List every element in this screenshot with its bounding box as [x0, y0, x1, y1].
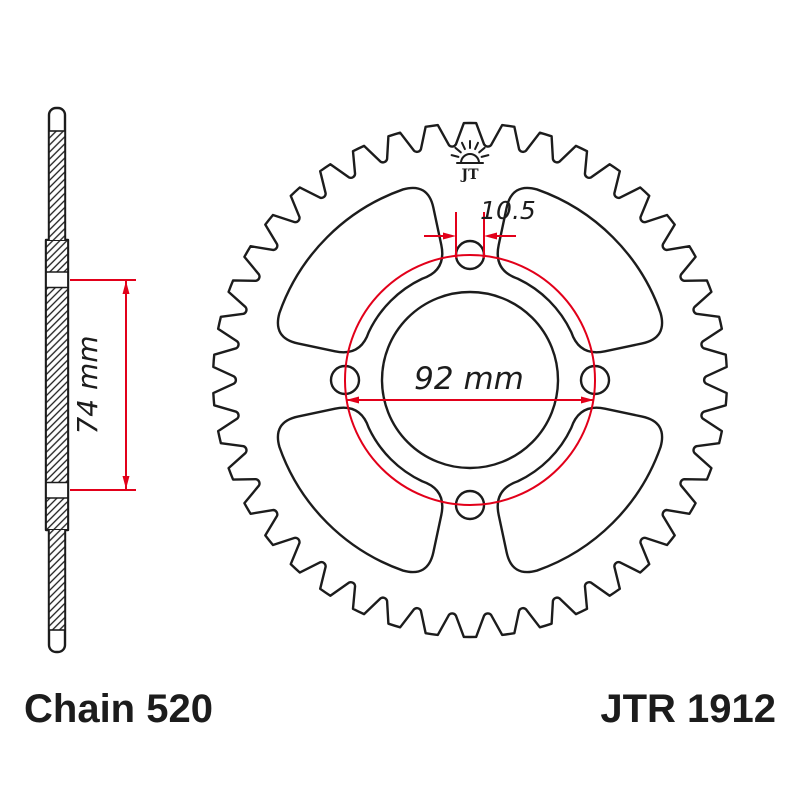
hatch-area [46, 241, 68, 272]
sun-rays-icon [450, 140, 490, 158]
dimension-mounting-width: 74 mm [70, 279, 136, 491]
hatch-area [49, 131, 65, 240]
dimension-bolt-circle: 92 mm [346, 361, 594, 404]
sprocket-side-view [44, 106, 70, 654]
arrowhead [581, 396, 594, 404]
hatch-area [49, 530, 65, 630]
width-label: 74 mm [71, 335, 104, 434]
arrowhead [346, 396, 359, 404]
side-bolt-hole [46, 272, 68, 288]
arrowhead [122, 281, 130, 294]
arrowhead [443, 232, 456, 240]
sun-icon [460, 153, 480, 164]
side-bolt-hole [46, 482, 68, 498]
bolt-circle-label: 92 mm [414, 361, 524, 397]
sprocket-front-view [212, 121, 728, 639]
chain-size-label: Chain 520 [24, 687, 213, 731]
arrowhead [122, 476, 130, 489]
bolt-circle [344, 254, 596, 506]
lightening-holes [276, 186, 664, 574]
center-bore [380, 290, 560, 470]
hole-diameter-label: 10.5 [480, 196, 536, 225]
dimension-hole-diameter: 10.5 [424, 196, 536, 258]
part-number-label: JTR 1912 [600, 687, 776, 731]
jt-logo: JT [450, 140, 490, 183]
arrowhead [484, 232, 497, 240]
hatch-area [46, 498, 68, 529]
logo-text: JT [459, 167, 479, 183]
hatch-area [46, 288, 68, 482]
